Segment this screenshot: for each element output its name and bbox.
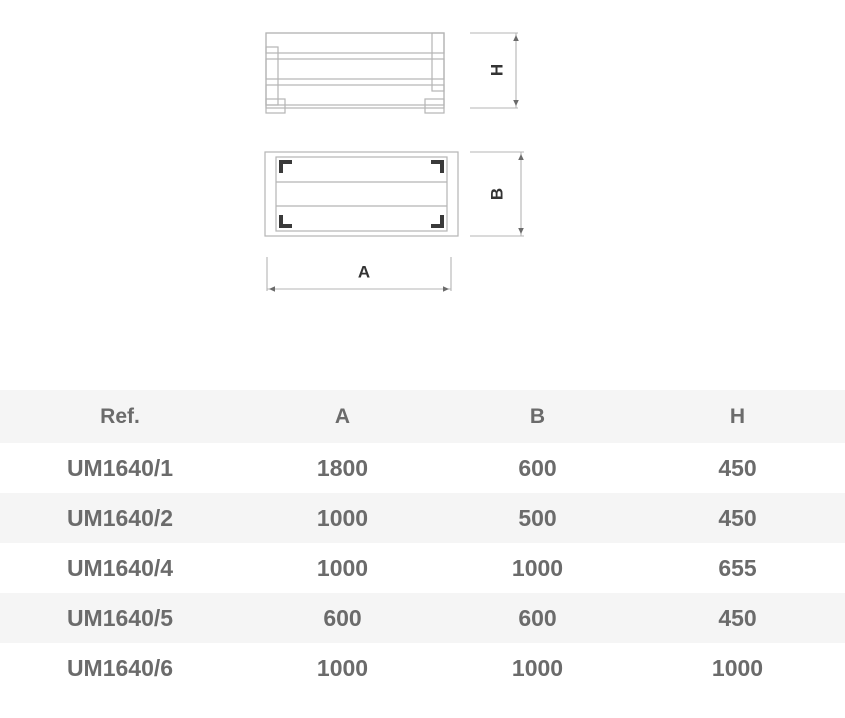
b-arrowheads (518, 154, 524, 234)
corner-bracket-bottom-right (431, 215, 444, 228)
dimension-h (470, 32, 518, 109)
table-row: UM1640/1 1800 600 450 (0, 443, 845, 493)
table-header-row: Ref. A B H (0, 390, 845, 443)
front-post-left (265, 46, 279, 106)
cell-h: 450 (630, 593, 845, 643)
front-body-outline (265, 32, 445, 109)
a-arrowheads (269, 286, 449, 292)
cell-a: 600 (240, 593, 445, 643)
cell-h: 450 (630, 443, 845, 493)
a-dimension-label: A (358, 263, 370, 282)
table-row: UM1640/5 600 600 450 (0, 593, 845, 643)
cell-a: 1800 (240, 443, 445, 493)
plan-outer-frame (264, 151, 459, 237)
a-arrow-left (269, 286, 275, 292)
front-slat-middle (265, 58, 445, 80)
cell-b: 1000 (445, 643, 630, 693)
b-arrow-top (518, 154, 524, 160)
cell-h: 450 (630, 493, 845, 543)
drawing-canvas: H (264, 32, 524, 292)
a-arrow-right (443, 286, 449, 292)
column-header-a: A (240, 390, 445, 443)
cell-ref: UM1640/4 (0, 543, 240, 593)
cell-ref: UM1640/1 (0, 443, 240, 493)
cell-b: 1000 (445, 543, 630, 593)
dimension-a (266, 257, 452, 291)
table-header: Ref. A B H (0, 390, 845, 443)
cell-h: 655 (630, 543, 845, 593)
technical-drawing: H (264, 32, 524, 292)
cell-b: 600 (445, 593, 630, 643)
front-slat-bottom (265, 84, 445, 106)
plan-view (264, 151, 459, 237)
cell-h: 1000 (630, 643, 845, 693)
h-dimension-label: H (488, 64, 507, 76)
column-header-h: H (630, 390, 845, 443)
cell-ref: UM1640/2 (0, 493, 240, 543)
table-row: UM1640/6 1000 1000 1000 (0, 643, 845, 693)
corner-bracket-bottom-left (279, 215, 292, 228)
cell-a: 1000 (240, 643, 445, 693)
front-foot-right (424, 98, 445, 114)
cell-b: 600 (445, 443, 630, 493)
front-slat-top (265, 32, 445, 54)
plan-inner-frame (275, 156, 448, 232)
cell-ref: UM1640/6 (0, 643, 240, 693)
cell-a: 1000 (240, 543, 445, 593)
h-arrow-top (513, 35, 519, 41)
cell-a: 1000 (240, 493, 445, 543)
b-dimension-label: B (488, 188, 507, 200)
table-body: UM1640/1 1800 600 450 UM1640/2 1000 500 … (0, 443, 845, 693)
table-row: UM1640/4 1000 1000 655 (0, 543, 845, 593)
corner-bracket-top-left (279, 160, 292, 173)
front-elevation (265, 32, 445, 114)
dimension-b (470, 151, 524, 237)
cell-ref: UM1640/5 (0, 593, 240, 643)
cell-b: 500 (445, 493, 630, 543)
front-post-right (431, 32, 445, 92)
h-arrowheads (513, 35, 519, 106)
column-header-b: B (445, 390, 630, 443)
table-row: UM1640/2 1000 500 450 (0, 493, 845, 543)
h-arrow-bottom (513, 100, 519, 106)
column-header-ref: Ref. (0, 390, 240, 443)
b-arrow-bottom (518, 228, 524, 234)
specification-table: Ref. A B H UM1640/1 1800 600 450 UM1640/… (0, 390, 845, 693)
plan-corner-brackets (279, 160, 444, 228)
corner-bracket-top-right (431, 160, 444, 173)
front-foot-left (265, 98, 286, 114)
